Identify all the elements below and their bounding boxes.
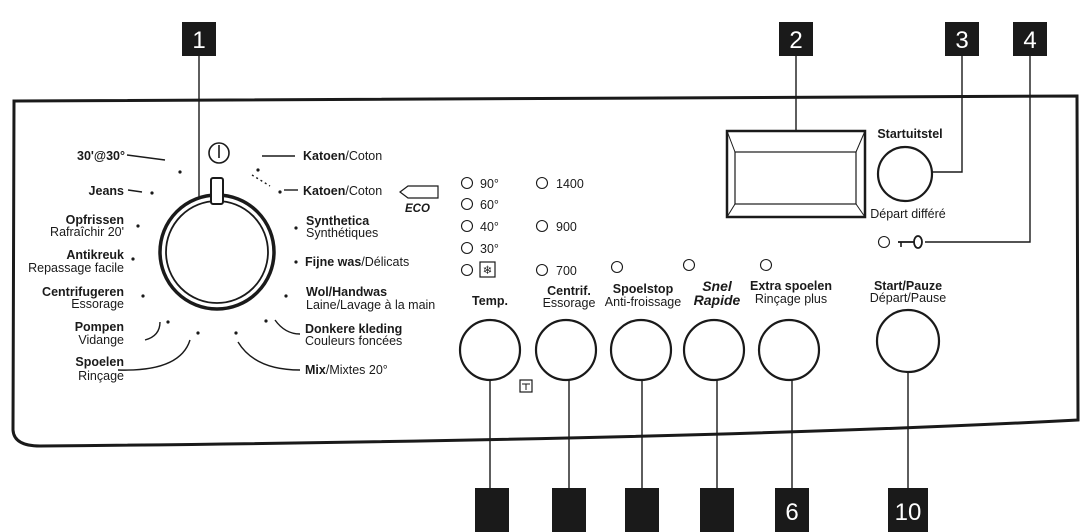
callout-6-label: 6 [785, 499, 798, 526]
start-pause-button[interactable]: Start/Pauze Départ/Pause [870, 279, 946, 374]
led-snel [682, 258, 696, 272]
callout-2: 2 [779, 22, 813, 56]
program-pompen: Pompen [75, 320, 124, 334]
callout-1-label: 1 [192, 27, 205, 54]
extra-spoelen-button[interactable]: Extra spoelen Rinçage plus [750, 279, 832, 382]
program-mix: Mix/Mixtes 20° [305, 363, 388, 377]
led-spin-900 [535, 219, 549, 233]
callout-3: 3 [945, 22, 979, 56]
led-spin-1400 [535, 176, 549, 190]
spoelstop-button-label: Spoelstop [613, 282, 674, 296]
led-temp-90 [460, 176, 474, 190]
program-donkere-kleding-fr: Couleurs foncées [305, 334, 402, 348]
led-temp-cold [460, 263, 474, 277]
callout-10-label: 10 [895, 499, 922, 526]
cold-icon-frame [479, 261, 496, 278]
spin-1400-label: 1400 [556, 177, 584, 191]
temp-button-label: Temp. [472, 294, 508, 308]
callout-4-label: 4 [1023, 27, 1036, 54]
snel-button[interactable]: Snel Rapide [682, 278, 746, 382]
extra-spoelen-button-sublabel: Rinçage plus [755, 292, 827, 306]
program-centrifugeren: Centrifugeren [42, 285, 124, 299]
dial-knob-pointer [210, 177, 224, 205]
callout-6: 6 [775, 488, 809, 532]
left-program-labels: 30'@30° Jeans Opfrissen Rafraîchir 20' A… [28, 149, 125, 383]
temp-40-label: 40° [480, 220, 499, 234]
led-extra-spoelen [759, 258, 773, 272]
program-fijne-was: Fijne was/Délicats [305, 255, 409, 269]
led-spoelstop [610, 260, 624, 274]
temp-90-label: 90° [480, 177, 499, 191]
led-spin-700 [535, 263, 549, 277]
program-spoelen-fr: Rinçage [78, 369, 124, 383]
startuitstel-label: Startuitstel [877, 127, 942, 141]
program-katoen: Katoen/Coton [303, 149, 382, 163]
led-temp-30 [460, 241, 474, 255]
program-antikreuk: Antikreuk [66, 248, 124, 262]
temp-60-label: 60° [480, 198, 499, 212]
led-temp-40 [460, 219, 474, 233]
callout-2-label: 2 [789, 27, 802, 54]
callout-3-label: 3 [955, 27, 968, 54]
callout-4-leader [925, 56, 1031, 243]
eco-tag-icon [399, 185, 439, 199]
spin-button-label: Centrif. [547, 284, 591, 298]
startuitstel-button[interactable]: Startuitstel Départ différé [870, 127, 946, 221]
spin-options: 1400 900 700 [535, 176, 584, 278]
callout-4: 4 [1013, 22, 1047, 56]
child-lock-icon [519, 379, 533, 393]
spin-button[interactable]: Centrif. Essorage [534, 284, 598, 382]
callout-temp-box [475, 488, 509, 532]
extra-spoelen-button-label: Extra spoelen [750, 279, 832, 293]
program-synthetica-fr: Synthétiques [306, 226, 378, 240]
program-opfrissen: Opfrissen [66, 213, 124, 227]
program-opfrissen-fr: Rafraîchir 20' [50, 225, 124, 239]
temp-30-label: 30° [480, 242, 499, 256]
eco-label: ECO [405, 203, 430, 215]
dial-position-dots [131, 168, 298, 335]
program-centrifugeren-fr: Essorage [71, 297, 124, 311]
program-pompen-fr: Vidange [78, 333, 124, 347]
right-program-labels: Katoen/Coton Katoen/Coton ECO Synthetica… [303, 149, 439, 377]
temp-cold-label: ❄ [483, 265, 493, 277]
led-door-lock [877, 235, 891, 249]
start-pause-label: Start/Pauze [874, 279, 942, 293]
program-dial[interactable] [158, 177, 276, 311]
start-pause-sublabel: Départ/Pause [870, 291, 946, 305]
callout-snel-box [700, 488, 734, 532]
power-icon [208, 142, 230, 164]
program-katoen-eco: Katoen/Coton [303, 184, 382, 198]
startuitstel-sublabel: Départ différé [870, 207, 946, 221]
temperature-options: 90° 60° 40° 30° ❄ [460, 176, 499, 278]
program-synthetica: Synthetica [306, 214, 370, 228]
program-jeans: Jeans [89, 184, 124, 198]
callout-spin-box [552, 488, 586, 532]
program-wol: Wol/Handwas [306, 285, 387, 299]
spoelstop-button[interactable]: Spoelstop Anti-froissage [605, 282, 681, 382]
callout-1: 1 [182, 22, 216, 56]
program-antikreuk-fr: Repassage facile [28, 261, 124, 275]
program-wol-fr: Laine/Lavage à la main [306, 298, 435, 312]
dial-leader-lines [117, 154, 301, 371]
snel-button-sublabel: Rapide [694, 292, 741, 308]
temp-button[interactable]: Temp. [458, 294, 522, 382]
key-icon [898, 235, 923, 249]
snel-button-label: Snel [702, 278, 733, 294]
program-30at30: 30'@30° [77, 149, 125, 163]
program-spoelen: Spoelen [75, 355, 124, 369]
program-donkere-kleding: Donkere kleding [305, 322, 402, 336]
callout-10: 10 [888, 488, 928, 532]
spin-700-label: 700 [556, 264, 577, 278]
spin-900-label: 900 [556, 220, 577, 234]
spin-button-sublabel: Essorage [543, 296, 596, 310]
callout-spoelstop-box [625, 488, 659, 532]
callout-3-leader [930, 56, 963, 173]
led-temp-60 [460, 197, 474, 211]
display-window [725, 129, 867, 219]
spoelstop-button-sublabel: Anti-froissage [605, 295, 681, 309]
